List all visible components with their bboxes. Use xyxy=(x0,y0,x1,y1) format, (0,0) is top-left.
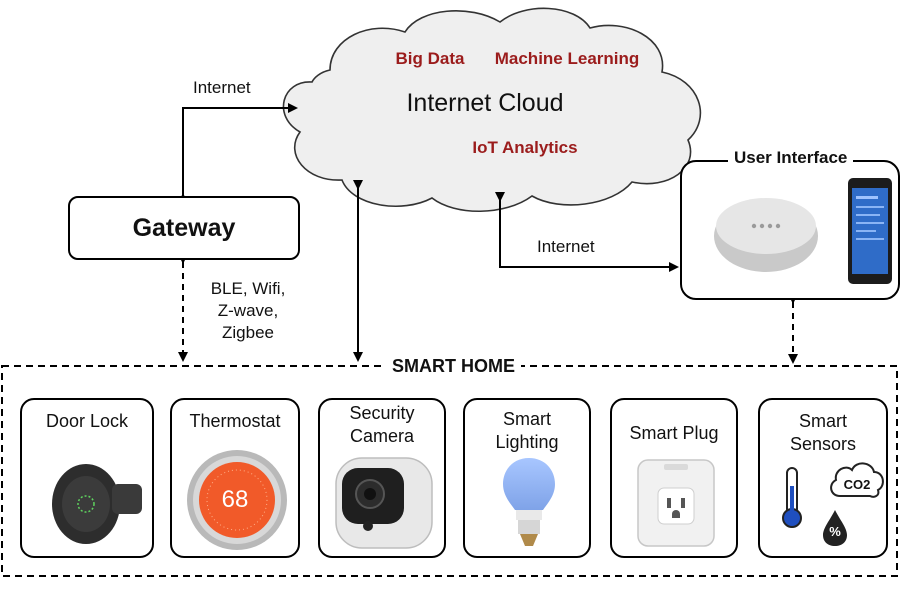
internet-label-gateway: Internet xyxy=(193,78,251,97)
cloud-tag-big-data: Big Data xyxy=(395,49,465,68)
device-card-thermostat: Thermostat 68 xyxy=(170,398,300,558)
protocols-label: BLE, Wifi, Z-wave, Zigbee xyxy=(196,278,300,344)
humidity-label: % xyxy=(829,524,841,539)
device-label: Smart xyxy=(798,411,847,431)
smart-home-title: SMART HOME xyxy=(386,356,521,377)
device-card-security-camera: Security Camera xyxy=(318,398,446,558)
cloud-tag-iot-analytics: IoT Analytics xyxy=(472,138,578,157)
cloud-tag-machine-learning: Machine Learning xyxy=(494,49,640,68)
device-label: Door Lock xyxy=(45,411,129,431)
gateway-internet-link xyxy=(178,103,298,203)
device-card-smart-sensors: Smart Sensors CO2 % xyxy=(758,398,888,558)
user-interface-box: User Interface xyxy=(680,148,900,300)
device-label: Smart xyxy=(502,409,551,429)
protocol-line: Zigbee xyxy=(222,323,274,342)
gateway-label: Gateway xyxy=(132,214,236,242)
thermostat-icon xyxy=(187,450,287,550)
humidity-drop-icon xyxy=(823,510,847,546)
thermometer-icon xyxy=(782,467,802,528)
internet-label-user-interface: Internet xyxy=(537,237,595,256)
cloud-user-interface-link xyxy=(495,192,679,272)
device-label: Sensors xyxy=(789,434,857,454)
security-camera-icon xyxy=(335,457,433,549)
co2-cloud-icon xyxy=(830,462,884,498)
co2-label: CO2 xyxy=(843,477,871,492)
protocol-line: BLE, Wifi, xyxy=(210,279,286,298)
user-interface-title: User Interface xyxy=(728,148,854,168)
light-bulb-icon xyxy=(503,458,555,546)
protocol-line: Z-wave, xyxy=(217,301,279,320)
door-lock-icon xyxy=(52,464,142,544)
cloud-title: Internet Cloud xyxy=(406,89,564,117)
device-label: Camera xyxy=(349,426,415,446)
device-label: Lighting xyxy=(495,432,559,452)
device-label: Smart Plug xyxy=(629,423,719,443)
device-card-door-lock: Door Lock xyxy=(20,398,154,558)
smart-plug-icon xyxy=(637,459,715,547)
device-card-smart-lighting: Smart Lighting xyxy=(463,398,591,558)
device-label: Thermostat xyxy=(189,411,281,431)
thermostat-display: 68 xyxy=(221,486,249,513)
device-card-smart-plug: Smart Plug xyxy=(610,398,738,558)
device-label: Security xyxy=(349,403,415,423)
smart-speaker-icon xyxy=(714,198,818,272)
smartphone-icon xyxy=(848,178,892,284)
gateway-box: Gateway xyxy=(68,196,300,260)
